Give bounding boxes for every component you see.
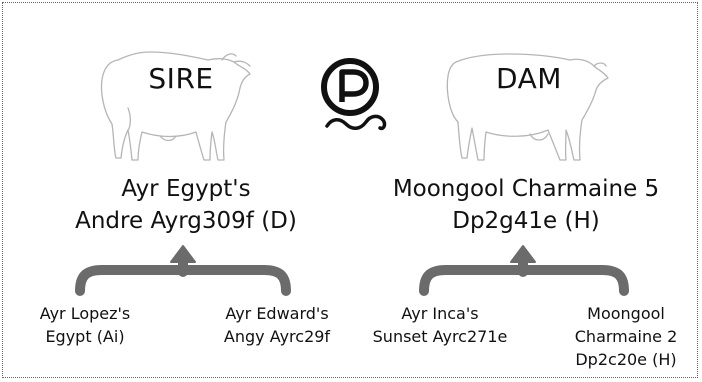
dam-parent-1-line2: Sunset Ayrc271e [372,327,508,346]
sire-bracket-arrow [75,245,291,296]
sire-parent-1-line2: Egypt (Ai) [45,327,125,346]
cow-outline-icon [446,53,609,161]
dam-parent-2-line1: Moongool [587,304,665,323]
polled-icon [321,58,387,131]
dam-parent-1-line1: Ayr Inca's [401,304,479,323]
dam-name-line1: Moongool Charmaine 5 [392,176,660,202]
sire-parent-1: Ayr Lopez's Egypt (Ai) [10,302,160,348]
dam-name-line2: Dp2g41e (H) [452,208,600,234]
dam-parent-2-line3: Dp2c20e (H) [575,350,677,369]
dam-label: DAM [496,62,562,95]
sire-name: Ayr Egypt's Andre Ayrg309f (D) [46,173,326,237]
dam-parent-2-line2: Charmaine 2 [574,327,678,346]
sire-parent-2-line1: Ayr Edward's [225,304,329,323]
sire-label: SIRE [148,62,214,95]
dam-name: Moongool Charmaine 5 Dp2g41e (H) [376,173,676,237]
dam-parent-2: Moongool Charmaine 2 Dp2c20e (H) [556,302,696,371]
sire-parent-2: Ayr Edward's Angy Ayrc29f [202,302,352,348]
dam-parent-1: Ayr Inca's Sunset Ayrc271e [360,302,520,348]
sire-name-line2: Andre Ayrg309f (D) [75,208,297,234]
dam-bracket-arrow [419,245,629,296]
sire-name-line1: Ayr Egypt's [121,176,251,202]
diagram-frame [2,2,698,378]
sire-parent-1-line1: Ayr Lopez's [39,304,131,323]
bull-outline-icon [100,51,251,161]
sire-parent-2-line2: Angy Ayrc29f [223,327,331,346]
